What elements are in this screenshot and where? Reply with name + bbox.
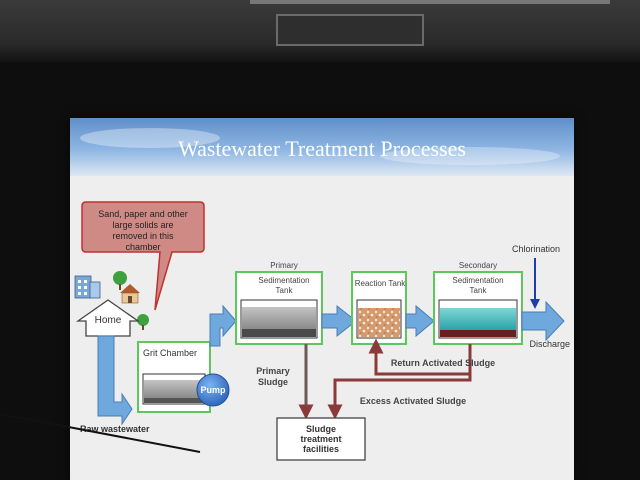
callout-line-1: Sand, paper and other — [98, 209, 188, 219]
tree-icon — [113, 271, 127, 290]
projection-screen: Wastewater Treatment Processes Sand, pap… — [70, 118, 574, 480]
primary-sludge-label-1: Primary — [256, 366, 290, 376]
primary-sludge-label-2: Sludge — [258, 377, 288, 387]
callout-line-3: removed in this — [112, 231, 174, 241]
grit-water — [144, 380, 204, 398]
excess-sludge-label: Excess Activated Sludge — [360, 396, 466, 406]
home-house-shape — [75, 299, 141, 337]
sludge-facilities-label-2: treatment — [300, 434, 341, 444]
callout-bubble-shape — [81, 201, 205, 311]
flow-arrow-primary-to-reaction — [321, 304, 357, 338]
callout-line-4: chamber — [125, 242, 160, 252]
flow-arrow-discharge — [521, 300, 565, 342]
chlorination-label: Chlorination — [512, 244, 560, 254]
secondary-tank-label-1: Secondary — [459, 261, 497, 270]
excess-sludge-arrow — [327, 374, 472, 420]
callout-line-2: large solids are — [112, 220, 173, 230]
grit-chamber-label: Grit Chamber — [143, 348, 197, 358]
reaction-media — [358, 308, 400, 337]
sludge-facilities-box — [276, 417, 366, 461]
secondary-sediment — [440, 330, 516, 337]
ceiling — [0, 0, 640, 62]
slide-diagram: Wastewater Treatment Processes Sand, pap… — [70, 118, 574, 461]
slide-title: Wastewater Treatment Processes — [178, 136, 466, 161]
return-sludge-label: Return Activated Sludge — [391, 358, 495, 368]
pump-label: Pump — [200, 385, 226, 395]
flow-arrow-home-to-grit — [97, 335, 133, 426]
primary-sediment — [242, 329, 316, 337]
pump-icon — [196, 373, 230, 407]
grit-sediment — [144, 398, 204, 403]
primary-water — [242, 307, 316, 329]
building-icon — [74, 275, 101, 299]
raw-wastewater-label: Raw wastewater — [80, 424, 150, 434]
return-sludge-arrow — [368, 338, 472, 376]
sludge-facilities-label-3: facilities — [303, 444, 339, 454]
tree-icon — [137, 314, 149, 330]
secondary-tank-label-3: Tank — [470, 286, 488, 295]
ceiling-vent-panel — [276, 14, 424, 46]
primary-tank-label-1: Primary — [270, 261, 298, 270]
grit-callout: Sand, paper and other large solids are r… — [81, 201, 205, 311]
primary-tank-label-3: Tank — [276, 286, 294, 295]
reaction-tank-label: Reaction Tank — [355, 279, 407, 288]
title-banner — [70, 118, 574, 176]
home-label: Home — [95, 315, 122, 326]
cloud-decoration — [80, 128, 220, 148]
flow-arrow-grit-to-primary — [209, 304, 237, 347]
discharge-label: Discharge — [529, 339, 570, 349]
secondary-tank-label-2: Sedimentation — [452, 276, 503, 285]
house-icon — [120, 284, 140, 304]
sludge-facilities-label-1: Sludge — [306, 424, 336, 434]
primary-tank-label-2: Sedimentation — [258, 276, 309, 285]
ceiling-light-strip — [250, 0, 610, 4]
secondary-water — [440, 308, 516, 330]
cloud-decoration — [380, 147, 560, 165]
flow-arrow-reaction-to-secondary — [405, 304, 435, 338]
